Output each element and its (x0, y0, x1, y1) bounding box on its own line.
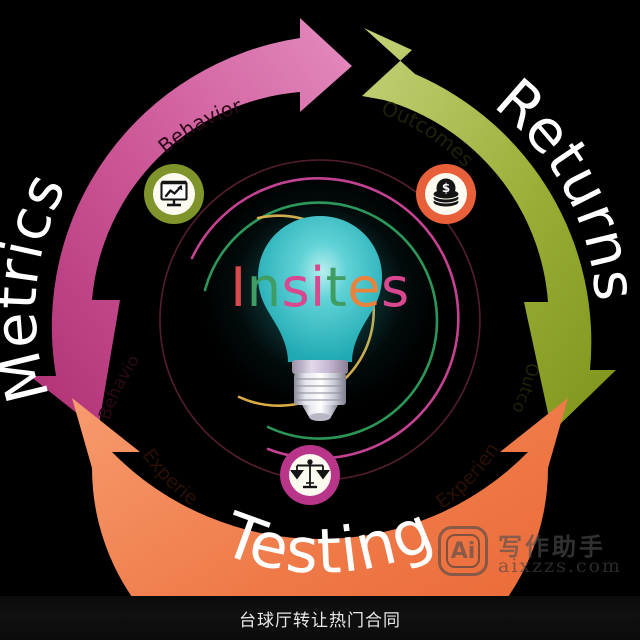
center-lightbulb (258, 216, 382, 421)
money-coins-icon-glyph: $ (432, 178, 460, 208)
presentation-chart-icon[interactable] (144, 164, 204, 224)
bulb-neck (292, 360, 348, 374)
svg-text:$: $ (442, 181, 450, 195)
center-wordmark: Insites (230, 256, 409, 319)
balance-scales-icon[interactable] (280, 445, 340, 505)
metrics-arrow-shape[interactable] (30, 18, 352, 430)
caption-bar: 台球厅转让热门合同 (0, 596, 640, 640)
money-coins-icon[interactable]: $ (416, 164, 476, 224)
presentation-chart-icon-glyph (160, 180, 188, 207)
caption-text: 台球厅转让热门合同 (239, 610, 401, 631)
bulb-glass (258, 216, 382, 362)
bulb-screw-base (294, 373, 346, 421)
returns-arrow-shape[interactable] (362, 28, 616, 432)
testing-arrow-shape[interactable] (72, 398, 568, 640)
balance-scales-icon-glyph (290, 459, 330, 489)
